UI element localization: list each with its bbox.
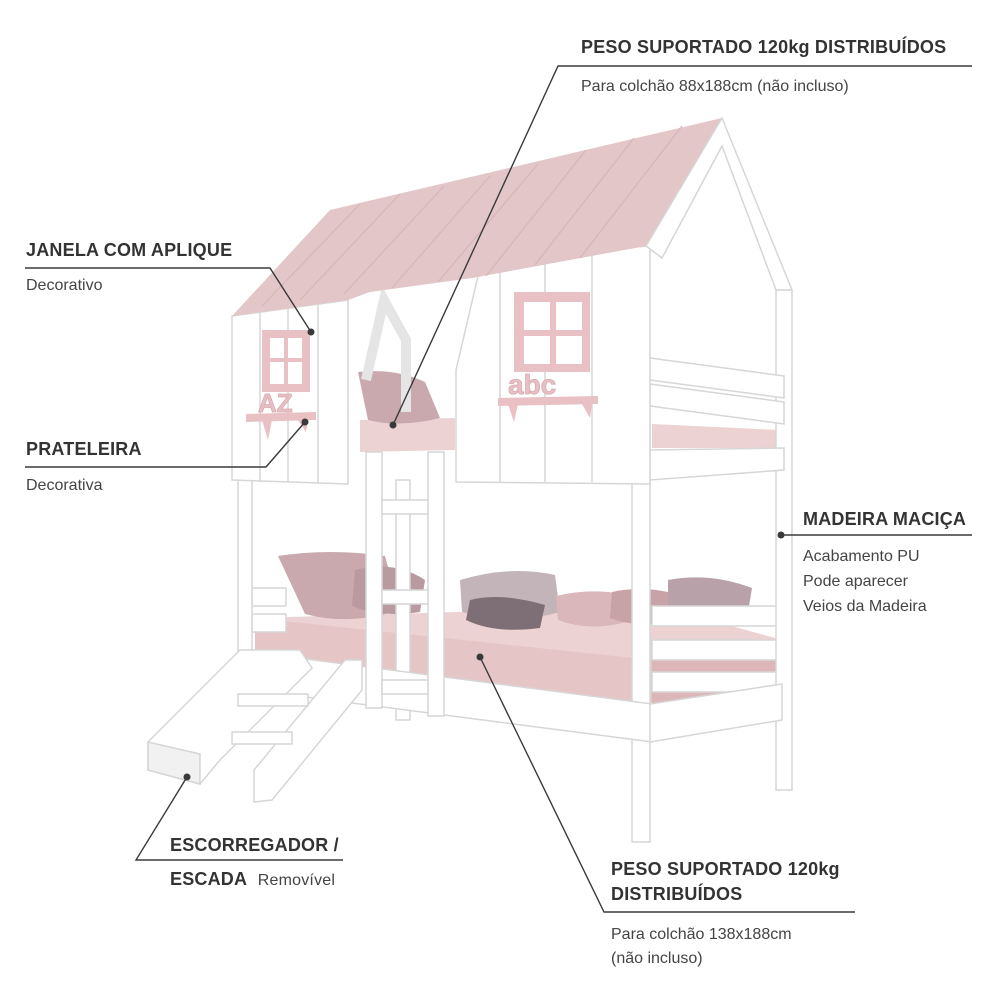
right-window-letters: abc (508, 369, 556, 400)
wood-detail-line-1: Acabamento PU (803, 548, 920, 565)
bottom-side-rails (251, 587, 785, 693)
wood-detail-line-2: Pode aparecer (803, 573, 908, 590)
inner-gable (361, 286, 411, 412)
left-window (262, 330, 310, 392)
top-mattress (358, 371, 780, 452)
shelf-detail: Decorativa (26, 477, 103, 494)
top-weight-detail: Para colchão 88x188cm (não incluso) (581, 78, 849, 95)
roof (232, 116, 794, 316)
wood-heading: MADEIRA MACIÇA (803, 509, 967, 529)
leader-dots (183, 328, 785, 781)
leader-slide (134, 776, 343, 861)
ladder (365, 451, 445, 717)
bottom-weight-heading-line-2: DISTRIBUÍDOS (611, 884, 743, 904)
top-weight-heading: PESO SUPORTADO 120kg DISTRIBUÍDOS (581, 37, 947, 57)
leader-window (25, 267, 312, 333)
shelf-heading: PRATELEIRA (26, 439, 142, 459)
slide-heading-ladder: ESCADA (170, 869, 247, 889)
bottom-weight-detail-line-1: Para colchão 138x188cm (611, 926, 792, 943)
bottom-weight-heading-line-1: PESO SUPORTADO 120kg (611, 859, 840, 879)
leader-top-weight (392, 65, 972, 426)
wood-details: Acabamento PU Pode aparecer Veios da Mad… (803, 544, 927, 619)
wood-detail-line-3: Veios da Madeira (803, 598, 927, 615)
top-side-rails (649, 357, 785, 481)
bottom-weight-detail-line-2: (não incluso) (611, 950, 703, 967)
leader-lines (25, 65, 972, 913)
slide-heading-line-2: ESCADA Removível (170, 869, 335, 890)
right-window (514, 292, 590, 372)
window-heading: JANELA COM APLIQUE (26, 240, 233, 260)
slide-detail: Removível (257, 872, 336, 889)
window-detail: Decorativo (26, 277, 103, 294)
slide-heading-line-1: ESCORREGADOR / (170, 835, 339, 855)
leader-shelf (25, 421, 306, 468)
right-shelf (498, 396, 598, 422)
leader-bottom-weight (479, 656, 855, 913)
